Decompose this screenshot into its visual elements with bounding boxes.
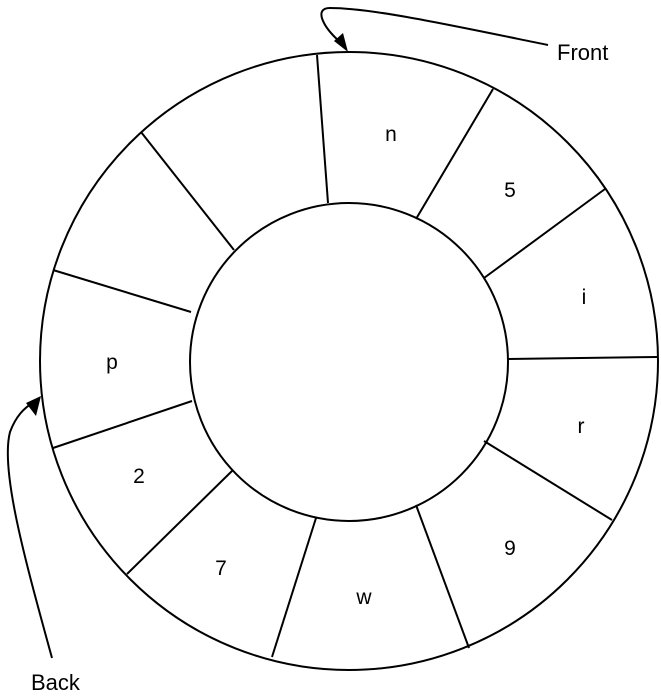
divider (483, 188, 606, 279)
divider (415, 504, 470, 649)
cell-label-n: n (385, 123, 397, 146)
back-arrowhead (26, 396, 41, 416)
divider (415, 88, 494, 220)
divider (52, 269, 192, 313)
front-arrowhead (334, 33, 348, 52)
divider (52, 400, 193, 449)
divider (483, 440, 613, 521)
cell-label-r: r (578, 415, 585, 438)
divider (316, 54, 329, 204)
cell-label-9: 9 (504, 537, 516, 560)
front-arrow-line (320, 6, 549, 46)
back-label: Back (31, 670, 81, 695)
cell-label-i: i (582, 286, 587, 309)
front-pointer: Front (320, 6, 608, 65)
back-arrow-line (6, 401, 53, 659)
cell-label-7: 7 (215, 557, 227, 580)
cell-dividers (52, 54, 658, 658)
inner-ring (189, 202, 509, 522)
cell-label-5: 5 (504, 179, 516, 202)
divider (126, 469, 234, 575)
front-label: Front (557, 40, 608, 65)
cell-labels: n 5 i r 9 w 7 2 p (106, 123, 586, 609)
back-pointer: Back (6, 396, 81, 695)
cell-label-p: p (106, 351, 118, 374)
divider (271, 517, 317, 658)
outer-ring (39, 51, 659, 671)
cell-label-2: 2 (133, 465, 145, 488)
divider (507, 356, 658, 360)
divider (140, 131, 235, 251)
cell-label-w: w (355, 586, 372, 609)
